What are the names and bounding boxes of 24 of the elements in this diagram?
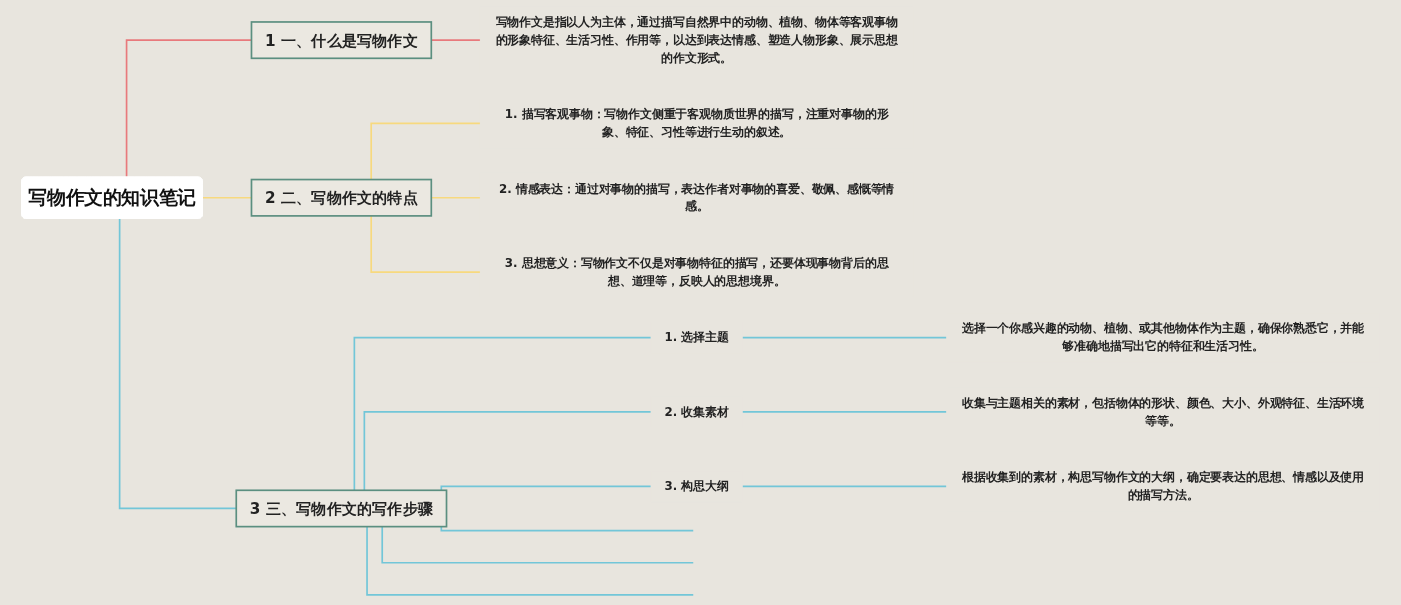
node-text: 收集与主题相关的素材，包括物体的形状、颜色、大小、外观特征、生活环境等等。: [961, 395, 1365, 428]
connector: [370, 122, 482, 181]
node-box: 1 一、什么是写物作文: [250, 21, 433, 60]
connector: [353, 336, 652, 492]
node-text: 3. 思想意义：写物作文不仅是对事物特征的描写，还要体现事物背后的思想、道理等，反映人的思想境界。: [504, 256, 889, 288]
connector: [363, 411, 652, 492]
node-text: 选择一个你感兴趣的动物、植物、或其他物体作为主题，确保你熟悉它，并能够准确地描写出它的特征和生活习性。: [961, 321, 1365, 353]
connector: [741, 411, 948, 413]
node-text: 2. 收集素材: [664, 404, 729, 419]
connector: [741, 336, 948, 339]
node-text: 1. 描写客观事物：写物作文侧重于客观物质世界的描写，注重对事物的形象、特征、习性等进行生动的叙述。: [504, 107, 889, 139]
node-box: 3 三、写物作文的写作步骤: [235, 489, 448, 528]
node-box: 2 二、写物作文的特点: [250, 178, 433, 217]
node-text: 1. 选择主题: [664, 330, 729, 344]
node-text: 写物作文是指以人为主体，通过描写自然界中的动物、植物、物体等客观事物的形象特征、生活习性、作用等，以达到表达情感、塑造人物形象、展示思想的作文形式。: [495, 15, 898, 65]
connector: [440, 525, 695, 532]
connector: [440, 485, 652, 492]
node-text: 2. 情感表达：通过对事物的描写，表达作者对事物的喜爱、敬佩、感慨等情感。: [498, 181, 895, 213]
connector: [370, 215, 482, 273]
connector: [366, 525, 695, 596]
node-text: 根据收集到的素材，构思写物作文的大纲，确定要表达的思想、情感以及使用的描写方法。: [961, 470, 1365, 502]
connector: [741, 485, 948, 488]
connector: [381, 525, 695, 564]
node-text: 3. 构思大纲: [664, 479, 729, 493]
